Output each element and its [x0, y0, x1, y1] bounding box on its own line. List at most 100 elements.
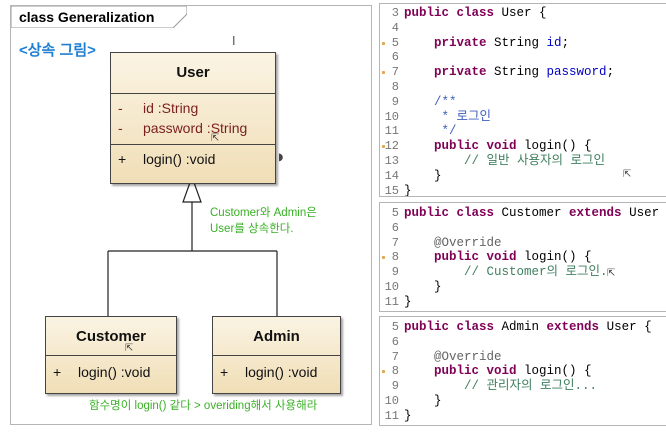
mouse-pointer-icon: ⇱ [623, 169, 632, 180]
code-token: password [546, 65, 607, 80]
code-line: 10 } [382, 394, 666, 409]
attribute-id: - id :String [111, 98, 275, 118]
code-token [404, 265, 464, 279]
line-number: 11 [384, 408, 399, 423]
line-source: public void login() { [404, 250, 592, 265]
code-token: public void [434, 139, 525, 154]
code-line: 8 public void login() { [382, 364, 666, 379]
visibility-marker: + [220, 364, 229, 380]
line-number: 10 [384, 393, 399, 408]
code-token [404, 110, 442, 124]
code-token [404, 379, 464, 393]
code-line: 9 // Customer의 로그인. [382, 265, 666, 280]
line-number: 8 [391, 79, 399, 94]
code-line: 11 */ [382, 124, 666, 139]
line-number: 10 [384, 279, 399, 294]
code-token: } [404, 168, 442, 183]
code-token: extends [546, 320, 607, 334]
line-number: 7 [391, 235, 399, 250]
code-token [404, 36, 434, 50]
code-token: * 로그인 [441, 109, 492, 124]
code-line: 6 [382, 50, 666, 65]
code-token: @Override [434, 349, 502, 364]
line-source: public void login() { [404, 139, 592, 154]
note-inheritance-line: User를 상속한다. [210, 223, 294, 235]
code-token: extends [569, 206, 630, 220]
code-line: 8 public void login() { [382, 250, 666, 265]
class-user-operations: + login() :void [111, 144, 275, 169]
line-number: 14 [384, 168, 399, 183]
mouse-pointer-icon: ⇱ [211, 133, 220, 144]
code-line: 8 [382, 80, 666, 95]
line-source: // 일반 사용자의 로그인 [404, 154, 605, 169]
code-line: 4 [382, 21, 666, 36]
line-number: 4 [391, 20, 399, 35]
line-source: private String password; [404, 65, 614, 80]
code-token: login() { [524, 364, 592, 379]
code-token [404, 154, 464, 168]
line-number: 5 [391, 206, 399, 220]
line-number: 9 [391, 379, 399, 394]
operation-text: login() :void [245, 364, 318, 380]
code-token: public class [404, 6, 502, 20]
line-source: public class Customer extends User { [404, 206, 666, 221]
code-token: */ [441, 124, 457, 139]
operation-text: login() :void [78, 364, 151, 380]
class-admin[interactable]: Admin + login() :void [212, 316, 341, 394]
code-token: ; [606, 65, 615, 80]
line-source: } [404, 295, 412, 310]
note-override: 함수명이 login() 같다 > overiding해서 사용해라 [89, 400, 318, 412]
operation-login: + login() :void [46, 362, 176, 382]
code-token: // 일반 사용자의 로그인 [464, 153, 606, 168]
class-user[interactable]: User - id :String - password :String + l… [110, 52, 276, 184]
override-marker-icon [382, 370, 385, 374]
code-token: } [404, 279, 442, 294]
code-line: 7 @Override [382, 236, 666, 251]
diagram-subtitle: <상속 그림> [19, 42, 96, 59]
line-source: } [404, 394, 442, 409]
code-token: } [404, 183, 412, 197]
line-number: 12 [384, 139, 399, 154]
code-token [404, 95, 434, 109]
class-customer-operations: + login() :void [46, 355, 176, 382]
code-line: 5 private String id; [382, 36, 666, 51]
line-number: 5 [391, 35, 399, 50]
class-user-name: User [176, 64, 210, 81]
code-token: } [404, 393, 442, 408]
code-token: /** [434, 94, 457, 109]
line-number: 7 [391, 349, 399, 364]
code-token: // 관리자의 로그인... [464, 379, 598, 394]
line-number: 6 [391, 334, 399, 349]
operation-login: + login() :void [213, 362, 340, 382]
resize-handle-icon: ◗ [278, 152, 284, 163]
line-source: } [404, 409, 412, 424]
code-line: 11} [382, 409, 666, 424]
code-line: 7 private String password; [382, 65, 666, 80]
code-line: 9 // 관리자의 로그인... [382, 379, 666, 394]
code-token: User { [501, 6, 547, 20]
code-token [404, 124, 442, 138]
operation-login: + login() :void [111, 149, 275, 169]
code-token: // Customer의 로그인. [464, 265, 608, 280]
code-token: login() { [524, 250, 592, 265]
class-customer[interactable]: Customer + login() :void [45, 316, 177, 394]
code-token [404, 364, 434, 378]
code-token: public class [404, 320, 502, 334]
visibility-marker: + [118, 151, 127, 167]
note-inheritance-line: Customer와 Admin은 [210, 207, 317, 219]
code-line: 13 // 일반 사용자의 로그인 [382, 154, 666, 169]
class-admin-name: Admin [253, 328, 300, 345]
mouse-pointer-icon: ⇱ [125, 343, 134, 354]
line-number: 6 [391, 50, 399, 65]
code-token: Admin [501, 320, 547, 334]
line-source: public class Admin extends User { [404, 320, 652, 335]
code-token: Customer [501, 206, 570, 220]
override-marker-icon [382, 41, 385, 45]
line-source: public void login() { [404, 364, 592, 379]
